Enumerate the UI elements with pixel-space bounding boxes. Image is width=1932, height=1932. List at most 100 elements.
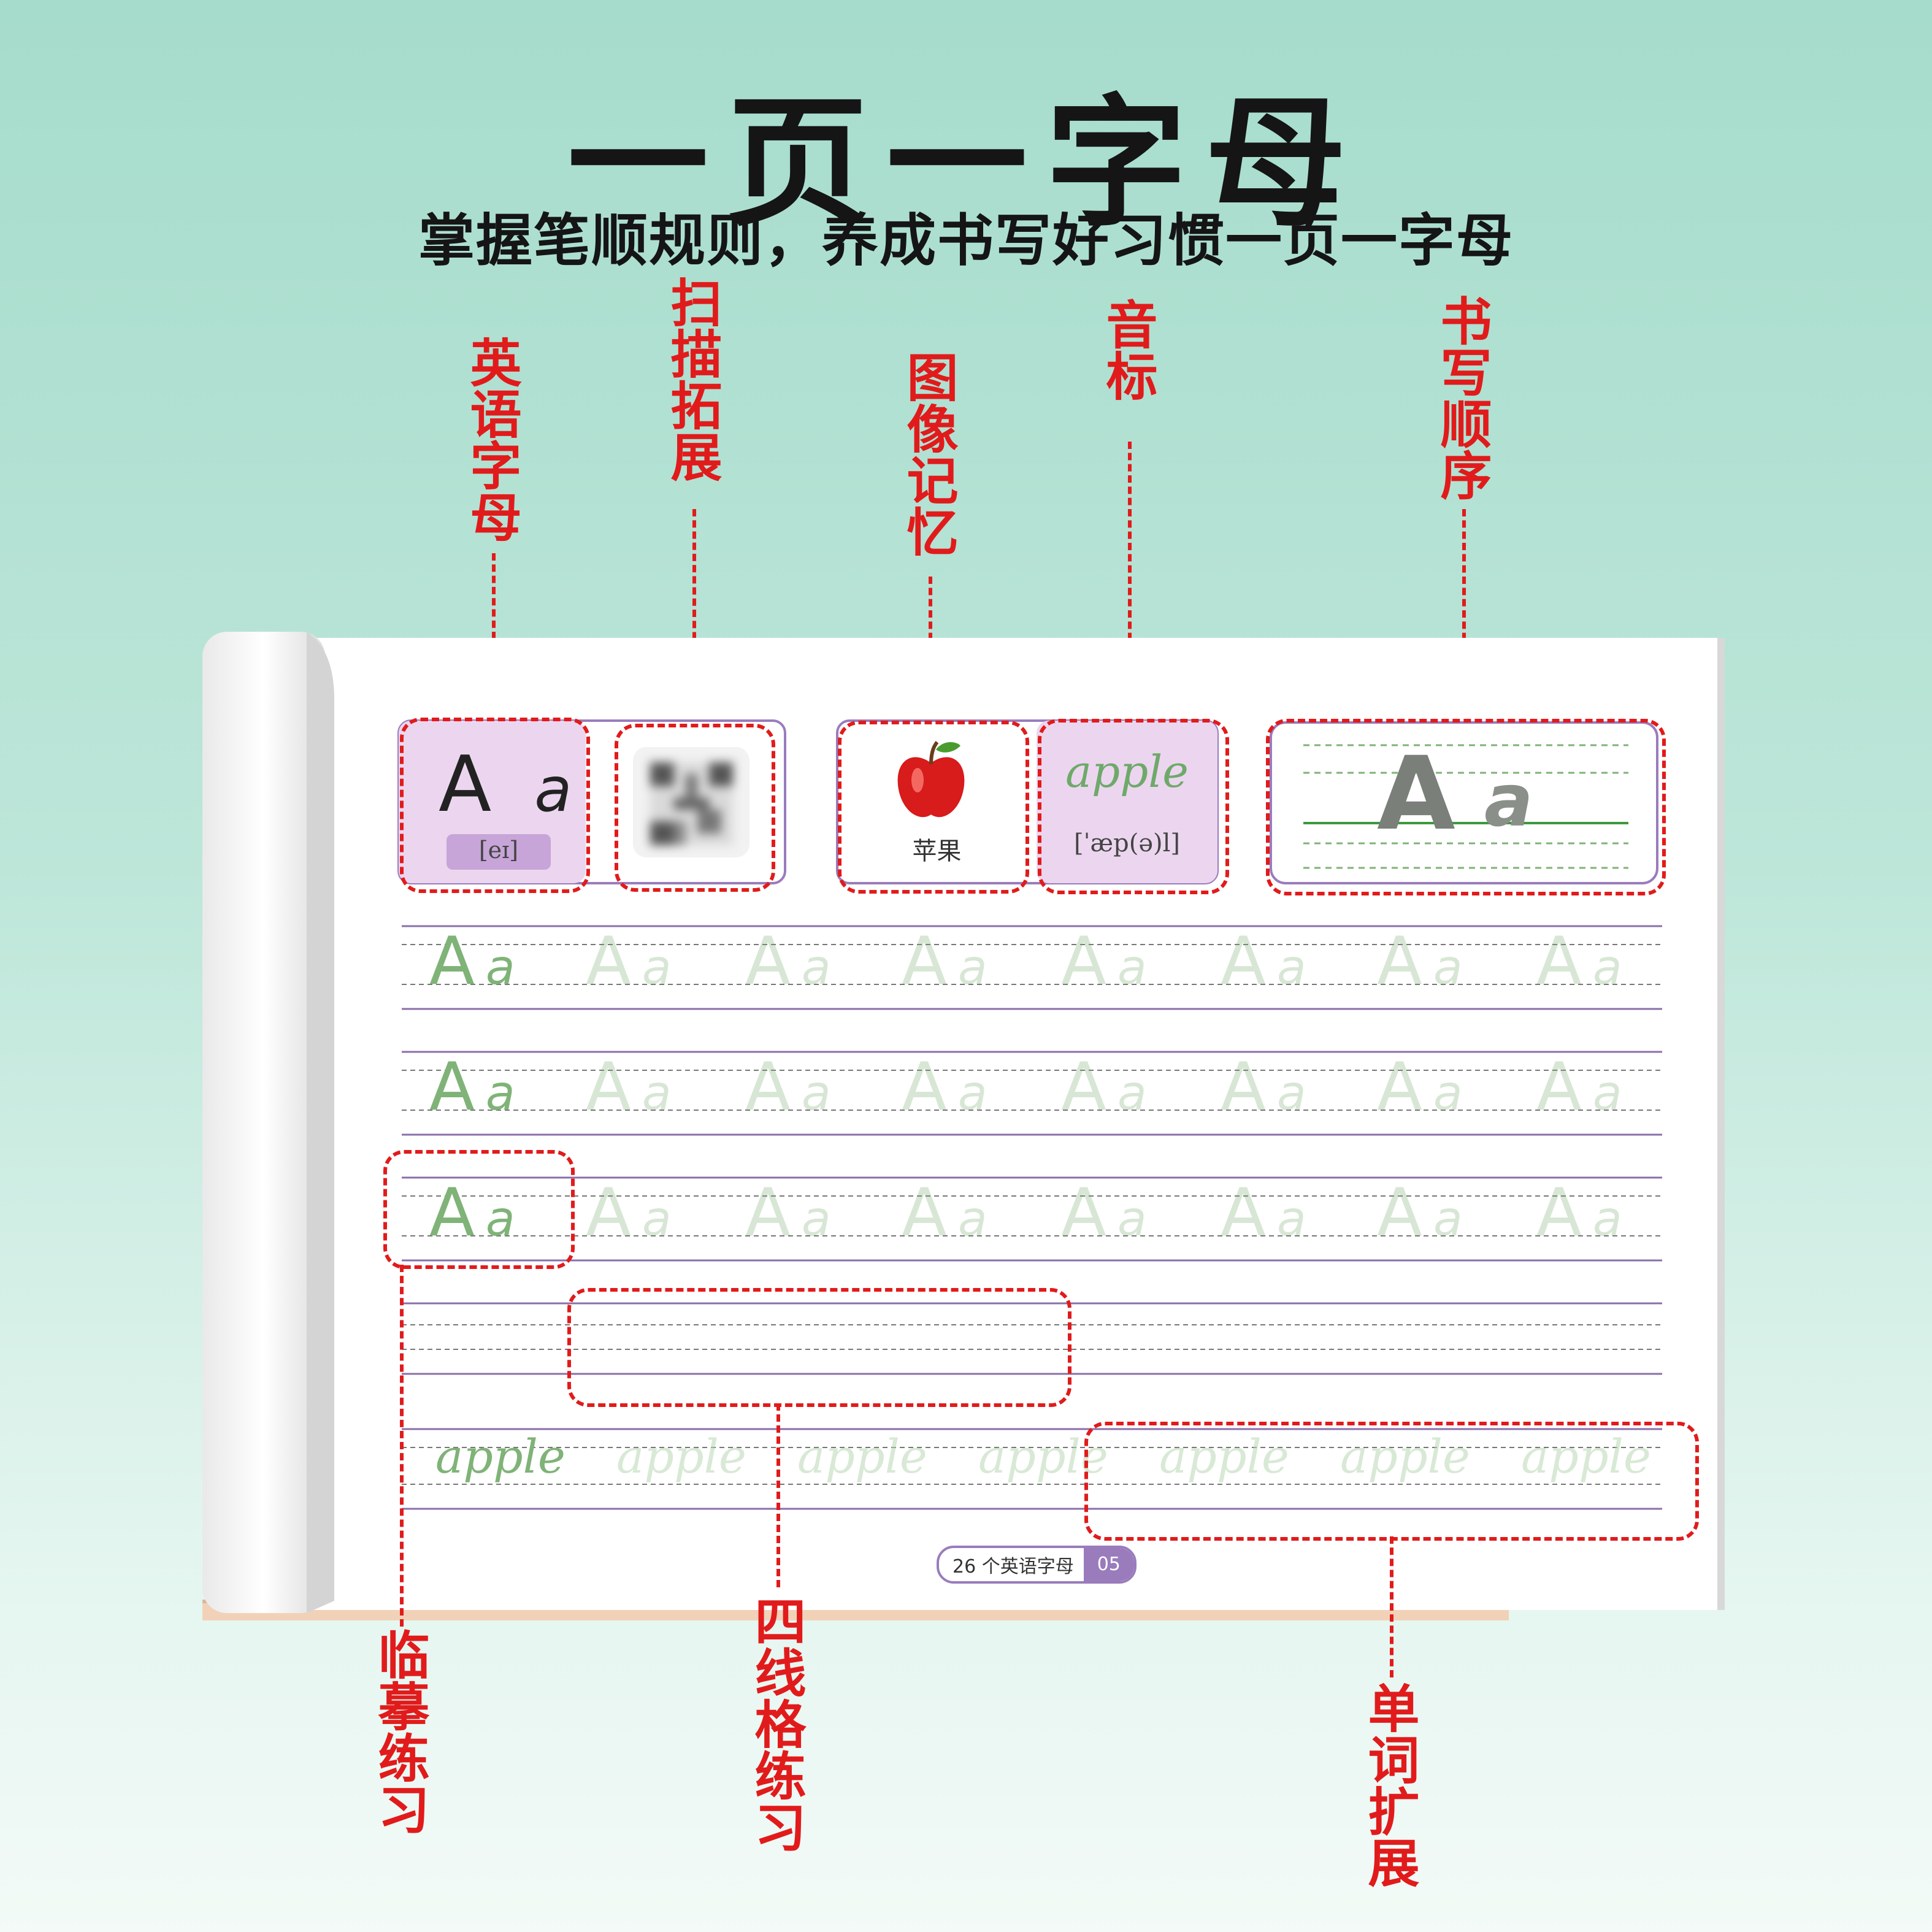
trace-letter-upper: A [1377, 1175, 1422, 1251]
trace-letter-lower: a [1276, 1066, 1306, 1121]
leader-four-line-practice [776, 1403, 780, 1587]
trace-letter-lower: a [1117, 940, 1147, 995]
page-footer: 26 个英语字母 05 [937, 1546, 1137, 1584]
trace-letter-upper: A [902, 1049, 947, 1125]
callout-phonetic: 音标 [1098, 298, 1158, 401]
highlight-phonetic [1038, 719, 1229, 894]
qr-code-icon[interactable] [650, 762, 733, 845]
callout-copy-practice: 临摹练习 [370, 1628, 430, 1834]
trace-letter-upper: A [1377, 1049, 1422, 1125]
letter-upper: A [439, 739, 492, 829]
footer-page-number: 05 [1083, 1548, 1134, 1581]
footer-label: 26 个英语字母 [953, 1556, 1074, 1577]
trace-letter-upper: A [429, 923, 475, 1000]
callout-word-extension: 单词扩展 [1360, 1682, 1420, 1888]
trace-letter-upper: A [1536, 1175, 1582, 1251]
card-word: apple [1065, 746, 1189, 797]
leader-copy-practice [400, 1265, 404, 1627]
leader-phonetic [1128, 442, 1132, 719]
letter-phonetic: [eɪ] [478, 837, 519, 864]
trace-letter-upper: A [1536, 923, 1582, 1000]
trace-letter-lower: a [1592, 940, 1622, 995]
trace-letter-upper: A [1061, 1049, 1106, 1125]
trace-letter-upper: A [902, 923, 947, 1000]
trace-letter-lower: a [957, 940, 987, 995]
stroke-order-letter-upper: A [1377, 735, 1455, 853]
trace-letter-lower: a [1117, 1192, 1147, 1247]
trace-letter-upper: A [1061, 1175, 1106, 1251]
card-letter-pair: A a [439, 739, 572, 829]
trace-letter-upper: A [1536, 1049, 1582, 1125]
trace-letter-lower: a [1592, 1066, 1622, 1121]
trace-letter-lower: a [485, 940, 515, 995]
trace-letter-upper: A [586, 923, 631, 1000]
trace-letter-lower: a [1433, 1066, 1463, 1121]
trace-letter-lower: a [642, 1066, 672, 1121]
highlight-word-extension [1084, 1422, 1699, 1541]
page-title: 一页一字母 [567, 82, 1365, 246]
trace-letter-lower: a [642, 940, 672, 995]
trace-letter-upper: A [1377, 923, 1422, 1000]
trace-letter-lower: a [1592, 1192, 1622, 1247]
trace-letter-lower: a [1433, 1192, 1463, 1247]
apple-icon [897, 741, 965, 818]
highlight-stroke-order [1266, 719, 1666, 895]
highlight-english-letter [400, 718, 590, 893]
trace-letter-lower: a [801, 1192, 831, 1247]
highlight-image-memory [838, 721, 1029, 894]
word-trace-faded: apple [616, 1429, 746, 1484]
stroke-order-letter-lower: a [1484, 758, 1533, 843]
trace-letter-upper: A [902, 1175, 947, 1251]
trace-letter-lower: a [1117, 1066, 1147, 1121]
letter-lower: a [534, 754, 572, 826]
trace-letter-upper: A [745, 1049, 791, 1125]
trace-letter-lower: a [801, 1066, 831, 1121]
trace-letter-lower: a [642, 1192, 672, 1247]
picture-word-cn: 苹果 [912, 837, 962, 865]
callout-scan-extend: 扫描拓展 [662, 276, 723, 482]
word-trace-faded: apple [1340, 1429, 1470, 1484]
callout-four-line-practice: 四线格练习 [746, 1595, 807, 1852]
trace-letter-upper: A [745, 1175, 791, 1251]
trace-letter-lower: a [1276, 940, 1306, 995]
word-trace-faded: apple [1159, 1429, 1289, 1484]
trace-letter-lower: a [1276, 1192, 1306, 1247]
word-trace-faded: apple [1521, 1429, 1651, 1484]
leader-english-letter [492, 553, 496, 718]
trace-letter-upper: A [586, 1175, 631, 1251]
trace-letter-upper: A [1221, 1175, 1266, 1251]
trace-letter-upper: A [429, 1175, 475, 1251]
trace-letter-lower: a [801, 940, 831, 995]
trace-letter-lower: a [957, 1192, 987, 1247]
word-trace-faded: apple [797, 1429, 927, 1484]
trace-letter-lower: a [485, 1192, 515, 1247]
trace-letter-upper: A [1221, 923, 1266, 1000]
trace-letter-upper: A [745, 923, 791, 1000]
trace-letter-lower: a [485, 1066, 515, 1121]
trace-letter-upper: A [586, 1049, 631, 1125]
highlight-scan-extend [615, 724, 775, 892]
highlight-four-line-practice [567, 1288, 1071, 1407]
leader-scan-extend [692, 509, 696, 718]
trace-letter-upper: A [429, 1049, 475, 1125]
callout-stroke-order: 书写顺序 [1432, 294, 1492, 500]
word-trace-model: apple [435, 1429, 565, 1484]
